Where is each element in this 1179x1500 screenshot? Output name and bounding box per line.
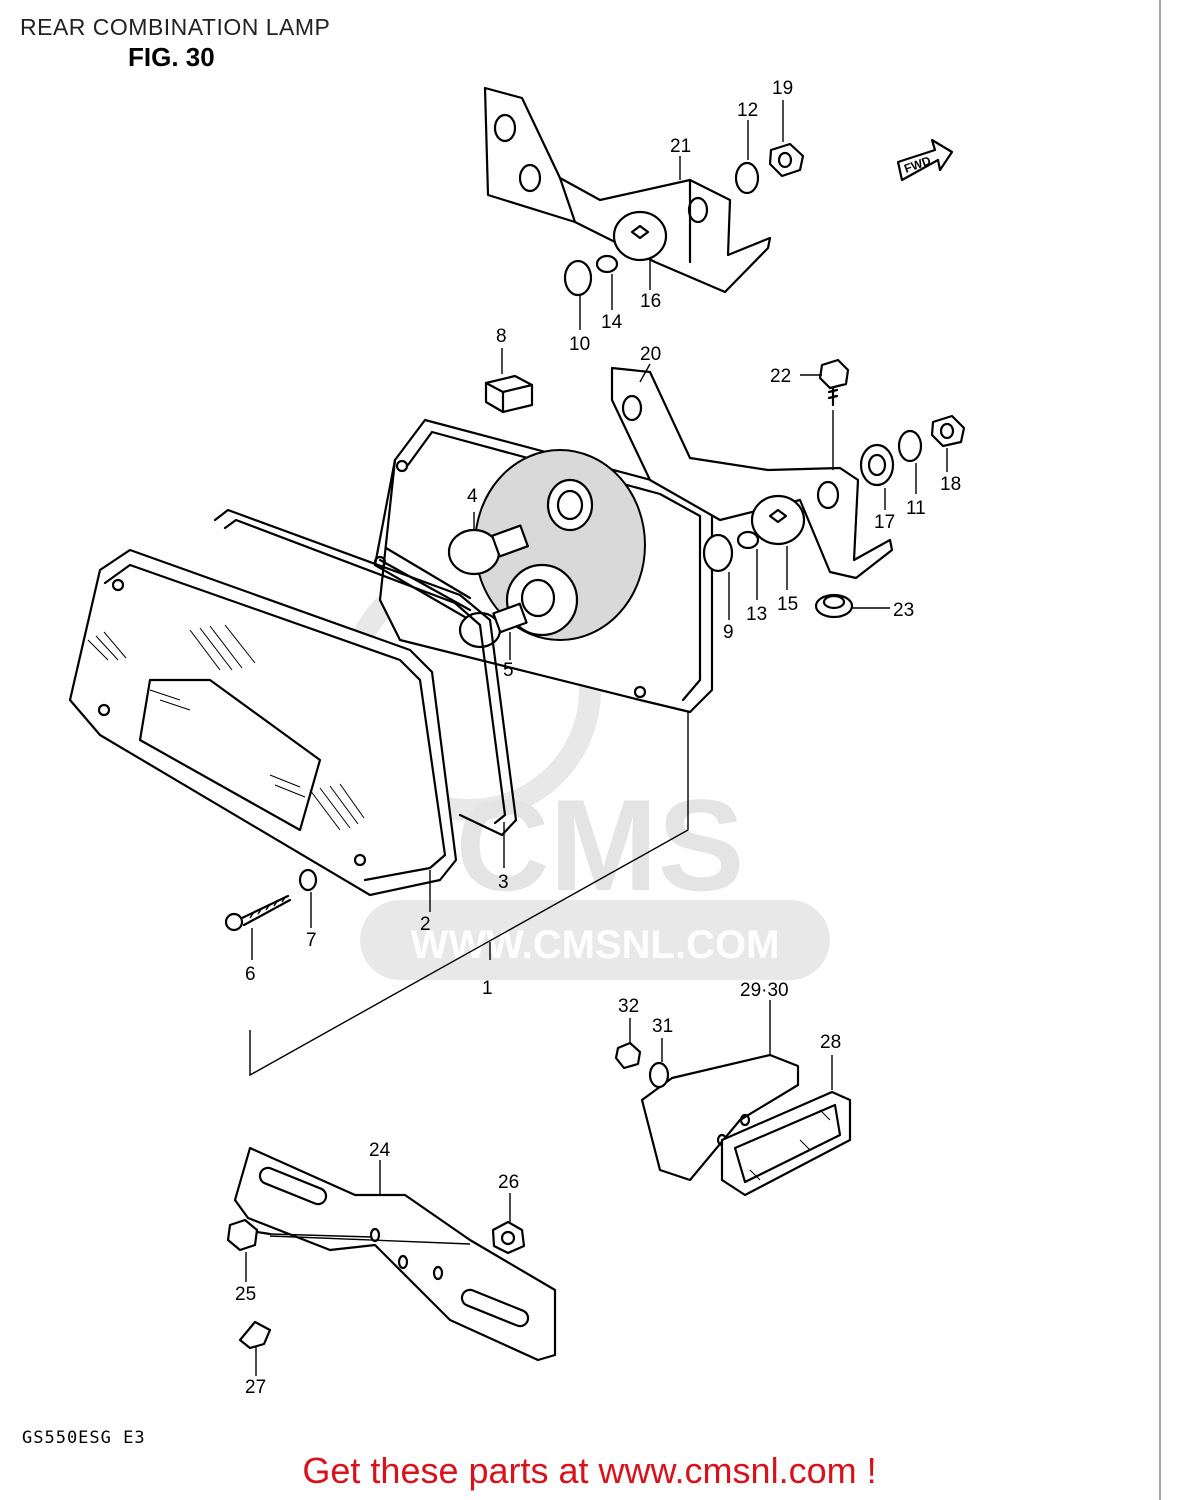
label-part-14: 14 [601,312,623,333]
label-part-10: 10 [569,334,590,355]
nut-26 [491,1220,526,1255]
label-part-26: 26 [498,1172,519,1193]
washer-7 [298,868,318,892]
watermark-url: WWW.CMSNL.COM [411,923,780,967]
label-part-18: 18 [940,474,961,495]
washer-12 [734,161,760,195]
gasket-3 [213,508,518,837]
figure-number: FIG. 30 [128,42,215,72]
leader-lines [245,100,948,1376]
label-part-17: 17 [874,512,895,533]
model-code: GS550ESG E3 [22,1428,146,1448]
page-title: REAR COMBINATION LAMP [20,14,331,40]
washer-11 [897,429,923,463]
label-part-24: 24 [369,1140,391,1161]
nut-19 [768,142,805,178]
label-part-11: 11 [906,498,926,519]
spacer-13 [736,530,760,550]
label-part-21: 21 [670,136,691,157]
label-part-5: 5 [503,660,514,681]
label-part-22: 22 [770,366,791,387]
label-part-20: 20 [640,344,661,365]
label-part-9: 9 [723,622,734,643]
label-part-19: 19 [772,78,793,99]
footer-parts-link[interactable]: Get these parts at www.cmsnl.com ! [302,1450,877,1491]
label-part-12: 12 [737,100,758,121]
label-part-6: 6 [245,964,256,985]
bolt-25 [226,1218,272,1252]
washer-31 [648,1061,670,1089]
bracket-20 [610,366,894,580]
label-part-28: 28 [820,1032,841,1053]
label-part-15: 15 [777,594,798,615]
assembly-callout-1 [249,712,689,1077]
watermark: CMS WWW.CMSNL.COM [339,559,830,980]
label-part-4: 4 [467,486,478,507]
label-part-27: 27 [245,1377,266,1398]
label-part-23: 23 [893,600,914,621]
reflector-28 [720,1090,852,1197]
washer-10 [563,259,593,297]
nut-32 [614,1041,642,1070]
license-bracket-24 [233,1146,557,1362]
grommet-17 [859,443,895,487]
spacer-14 [595,254,619,274]
label-part-2: 2 [420,914,431,935]
washer-9 [702,533,734,573]
label-part-7: 7 [306,930,317,951]
part-labels: 19 12 21 16 14 10 8 20 22 17 11 18 4 15 … [235,78,961,1398]
nut-18 [930,414,966,448]
cushion-27 [238,1320,272,1350]
rubber-cushion-16 [612,210,668,262]
bracket-21 [483,86,772,294]
label-part-3: 3 [498,872,509,893]
label-part-16: 16 [640,291,661,312]
label-part-13: 13 [746,604,767,625]
screw-6 [224,894,292,932]
label-part-8: 8 [496,326,507,347]
label-part-32: 32 [618,996,639,1017]
cushion-8 [484,374,534,414]
watermark-logo: CMS [456,772,745,918]
fwd-arrow-icon: FWD [896,138,954,182]
nut-23 [814,593,854,619]
label-part-25: 25 [235,1284,256,1305]
label-part-1: 1 [482,978,493,999]
bolt-22 [818,358,850,407]
label-part-31: 31 [652,1016,673,1037]
rubber-cushion-15 [750,494,806,546]
lens-2 [68,548,458,897]
label-part-29-30: 29·30 [740,980,789,1001]
